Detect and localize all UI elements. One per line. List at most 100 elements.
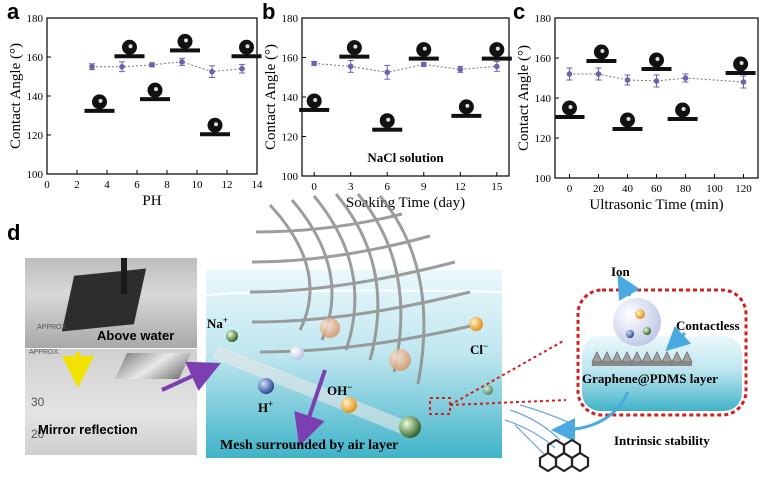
zoom-connector [449, 339, 566, 406]
substrate-bar [554, 115, 585, 119]
data-point [494, 63, 500, 70]
droplet-highlight [495, 46, 500, 51]
substrate-bar [408, 56, 439, 61]
label-h: H+ [258, 399, 273, 415]
data-point [347, 63, 354, 70]
tweezer [121, 258, 127, 294]
data-point [566, 71, 573, 77]
y-tick-label: 120 [27, 130, 44, 142]
x-tick-label: 3 [348, 181, 354, 193]
droplet-highlight [128, 44, 133, 49]
x-tick-label: 100 [706, 183, 723, 195]
photo-top-label: Above water [97, 328, 175, 343]
y-axis-label: Contact Angle (°) [516, 45, 532, 151]
x-tick-label: 80 [680, 183, 692, 195]
photo-above-water: APPROX. Above water [25, 258, 197, 348]
droplet-highlight [214, 122, 218, 127]
arrow-purple-to-tank [161, 361, 221, 392]
ion-particle [399, 416, 421, 438]
label-ion: Ion [611, 264, 631, 279]
x-tick-label: 2 [74, 179, 80, 191]
x-tick-label: 12 [222, 179, 233, 191]
arrow-ion [617, 274, 640, 301]
y-tick-label: 180 [535, 13, 552, 25]
beaker-mark: APPROX. [29, 349, 61, 356]
data-point [740, 79, 747, 85]
droplet-highlight [626, 117, 631, 121]
ion-cl [469, 317, 483, 331]
x-tick-label: 0 [44, 179, 50, 191]
beaker-scale-20: 20 [31, 427, 45, 441]
droplet-highlight [681, 107, 686, 111]
label-intrinsic-stability: Intrinsic stability [614, 433, 710, 448]
series-line [314, 62, 497, 73]
pdms-spikes [591, 351, 693, 363]
ion-h [258, 378, 274, 394]
chart-annotation: NaCl solution [367, 150, 444, 165]
data-point [457, 66, 464, 73]
substrate-bar [641, 67, 672, 71]
data-point [149, 62, 155, 68]
substrate-bar [372, 127, 403, 132]
y-tick-label: 140 [282, 92, 299, 104]
data-point [209, 68, 215, 75]
droplet-highlight [313, 97, 318, 102]
label-graphene-pdms: Graphene@PDMS layer [582, 371, 718, 386]
substrate-bar [586, 59, 617, 63]
caption-mesh: Mesh surrounded by air layer [220, 438, 398, 453]
x-tick-label: 10 [192, 179, 204, 191]
y-tick-label: 100 [535, 173, 552, 185]
droplet-highlight [154, 87, 158, 92]
x-tick-label: 0 [311, 181, 317, 193]
x-tick-label: 15 [491, 181, 503, 193]
x-axis-label: Soaking Time (day) [346, 195, 465, 211]
data-point [89, 63, 95, 70]
data-point [119, 63, 125, 70]
y-tick-label: 180 [27, 13, 44, 25]
panel-label-b: b [262, 0, 276, 24]
substrate-bar [612, 127, 643, 131]
hexagonal-lattice [538, 438, 590, 473]
x-tick-label: 9 [421, 181, 427, 193]
data-point [682, 75, 689, 81]
data-point [653, 78, 660, 84]
series-line [569, 73, 744, 83]
x-tick-label: 120 [735, 183, 752, 195]
x-tick-label: 0 [567, 183, 573, 195]
label-contactless: Contactless [676, 318, 740, 333]
substrate-bar [140, 97, 170, 102]
droplet-highlight [353, 44, 358, 49]
droplet-highlight [655, 57, 660, 61]
mesh-illustration [249, 193, 476, 385]
panel-label-c: c [513, 0, 526, 24]
substrate-bar [451, 113, 482, 118]
series-line [92, 61, 243, 73]
data-point [311, 60, 317, 67]
substrate-bar [114, 54, 145, 59]
y-tick-label: 100 [27, 169, 44, 181]
y-tick-label: 140 [27, 91, 44, 103]
x-tick-label: 14 [252, 179, 264, 191]
panel-label-a: a [7, 0, 20, 24]
data-point [384, 69, 391, 76]
ion-na [226, 330, 238, 342]
y-tick-label: 160 [282, 53, 299, 65]
arrow-contactless [665, 326, 692, 352]
droplet-highlight [739, 61, 744, 65]
droplet-highlight [245, 44, 250, 49]
substrate-bar [84, 108, 115, 113]
beaker-scale-30: 30 [31, 395, 45, 409]
y-tick-label: 180 [282, 13, 299, 25]
photo-bottom-label: Mirror reflection [38, 422, 138, 437]
bubble [290, 346, 304, 360]
substrate-bar [339, 54, 370, 59]
y-tick-label: 120 [282, 132, 299, 144]
x-tick-label: 20 [593, 183, 605, 195]
data-point [179, 59, 185, 65]
ion-oh [341, 397, 357, 413]
data-point [239, 65, 245, 72]
substrate-bar [667, 117, 698, 121]
